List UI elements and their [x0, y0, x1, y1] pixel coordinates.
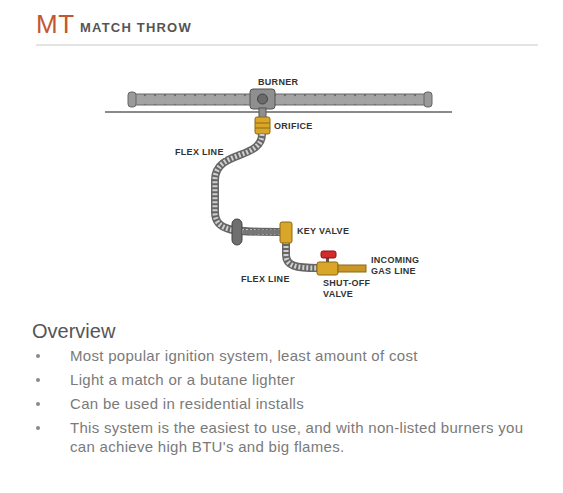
key-valve	[232, 219, 292, 245]
part-label: FLEX LINE	[174, 147, 225, 158]
part-label: BURNER	[257, 77, 299, 88]
bullet-dot	[36, 426, 40, 430]
section-heading: Overview	[32, 320, 115, 343]
burner-bar	[128, 89, 432, 118]
bullet-text: Light a match or a butane lighter	[70, 370, 525, 389]
part-label: KEY VALVE	[296, 226, 350, 237]
header-rule	[36, 45, 538, 46]
page-subtitle: MATCH THROW	[80, 20, 192, 35]
bullet-dot	[36, 378, 40, 382]
flex-line	[286, 242, 318, 268]
shut-off-valve	[317, 251, 366, 275]
orifice-fitting	[255, 117, 270, 134]
bullet-text: This system is the easiest to use, and w…	[70, 418, 525, 456]
flex-line	[215, 134, 280, 232]
part-label: SHUT-OFF VALVE	[322, 278, 372, 300]
bullet-text: Can be used in residential installs	[70, 394, 525, 413]
bullet-dot	[36, 402, 40, 406]
surface-line	[105, 111, 452, 113]
part-label: FLEX LINE	[240, 274, 291, 285]
part-label: ORIFICE	[273, 121, 314, 132]
bullet-text: Most popular ignition system, least amou…	[70, 346, 525, 365]
part-label: INCOMING GAS LINE	[370, 255, 434, 277]
page-title: MT	[36, 9, 75, 40]
bullet-dot	[36, 354, 40, 358]
